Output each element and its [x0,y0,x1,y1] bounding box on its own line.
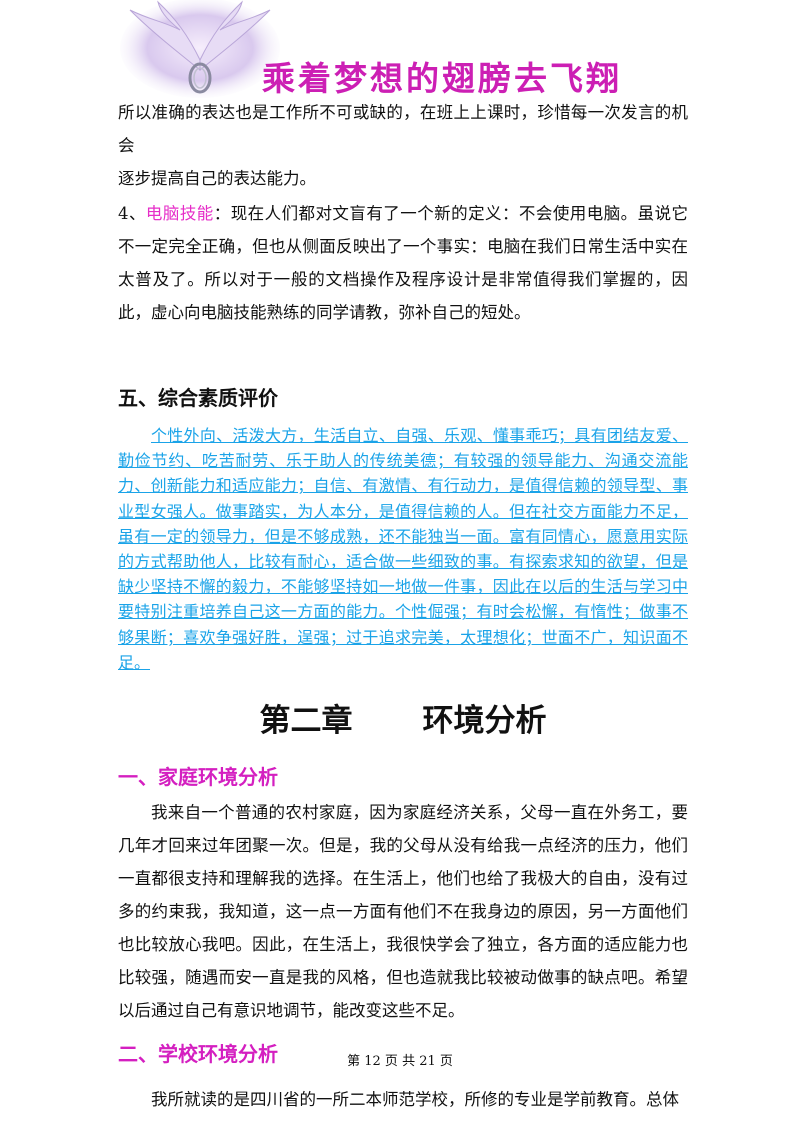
header-title: 乘着梦想的翅膀去飞翔 [262,59,622,98]
computer-skill-label: 电脑技能 [145,204,214,223]
family-heading: 一、家庭环境分析 [118,765,278,790]
school-heading: 二、学校环境分析 [118,1042,278,1067]
family-paragraph: 我来自一个普通的农村家庭，因为家庭经济关系，父母一直在外务工，要几年才回来过年团… [118,803,688,1021]
quality-evaluation-text[interactable]: 个性外向、活泼大方，生活自立、自强、乐观、懂事乖巧；具有团结友爱、勤俭节约、吃苦… [118,426,688,672]
chapter-number: 第二章 [259,703,353,740]
school-paragraph: 我所就读的是四川省的一所二本师范学校，所修的专业是学前教育。总体 [151,1090,679,1110]
computer-skill-text: ：现在人们都对文盲有了一个新的定义：不会使用电脑。虽说它不一定完全正确，但也从侧… [118,204,689,322]
paragraph-line: 逐步提高自己的表达能力。 [118,169,316,188]
chapter-name: 环境分析 [422,703,547,740]
angel-wings-icon [120,0,280,100]
chapter-title: 第二章 环境分析 [118,705,688,738]
page-content: 所以准确的表达也是工作所不可或缺的，在班上上课时，珍惜每一次发言的机会 逐步提高… [118,96,688,1116]
page-footer: 第 12 页 共 21 页 [347,1054,453,1069]
computer-skill-paragraph: 4、电脑技能：现在人们都对文盲有了一个新的定义：不会使用电脑。虽说它不一定完全正… [118,197,688,329]
paragraph-line: 所以准确的表达也是工作所不可或缺的，在班上上课时，珍惜每一次发言的机会 [118,103,688,155]
section-heading: 五、综合素质评价 [118,386,278,410]
list-number: 4、 [118,204,146,223]
